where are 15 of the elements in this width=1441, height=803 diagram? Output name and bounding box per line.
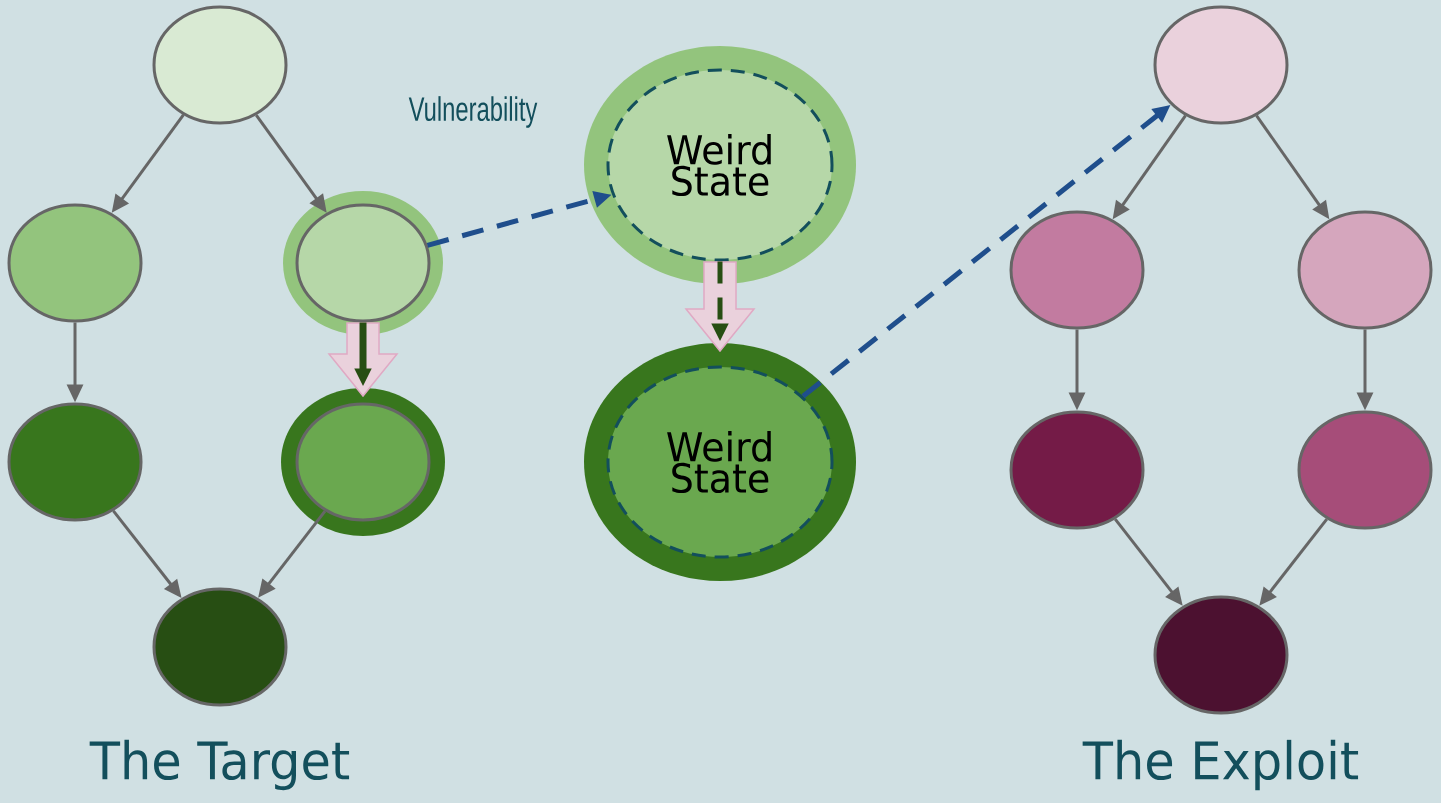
state-circle bbox=[295, 402, 431, 522]
state-circle bbox=[152, 587, 288, 707]
state-circle bbox=[7, 203, 143, 323]
edge-label: Vulnerability bbox=[408, 96, 538, 128]
block-arrow bbox=[327, 322, 399, 398]
state-circle bbox=[7, 402, 143, 522]
state-circle bbox=[1297, 410, 1433, 530]
state-circle bbox=[1153, 595, 1289, 715]
state-circle bbox=[152, 5, 288, 125]
state-circle bbox=[1297, 210, 1433, 330]
block-arrow bbox=[684, 261, 756, 353]
state-circle bbox=[1009, 410, 1145, 530]
state-circle bbox=[295, 203, 431, 323]
state-circle bbox=[1009, 210, 1145, 330]
state-circle bbox=[1153, 5, 1289, 125]
